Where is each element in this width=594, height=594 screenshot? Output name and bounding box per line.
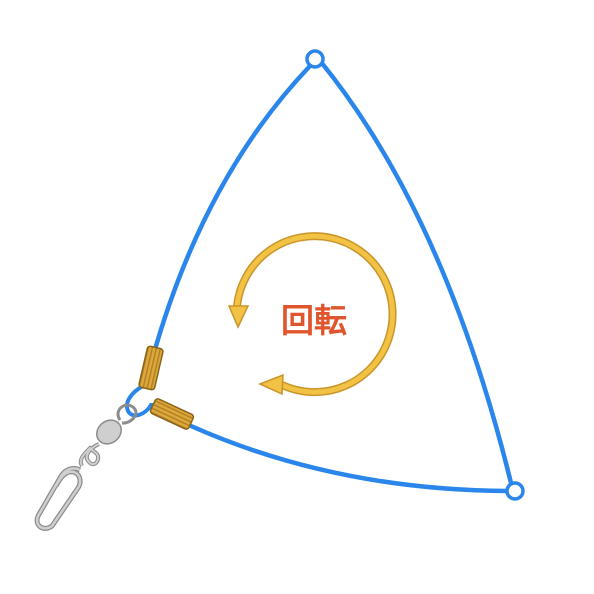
bottom-right-eye-ring xyxy=(505,481,525,501)
swivel-lower-eye-inner xyxy=(79,443,100,467)
top-eye-ring xyxy=(305,49,325,69)
snap-clip-inner xyxy=(35,467,82,530)
rotation-arrow xyxy=(227,232,397,397)
upper-crimp-sleeve xyxy=(138,345,164,391)
swivel-barrel-outline xyxy=(96,419,122,445)
swivel-snap xyxy=(34,403,138,531)
rotation-arrowhead-upper xyxy=(227,305,250,329)
rotation-arrowhead-lower xyxy=(258,373,284,396)
lower-crimp-sleeve xyxy=(149,398,195,430)
wire-right-arm xyxy=(318,59,514,486)
rotation-label: 回転 xyxy=(281,301,347,340)
snap-clip xyxy=(34,465,83,531)
wire-frame xyxy=(125,59,514,494)
swivel-upper-eye xyxy=(116,403,138,425)
wire-left-arm xyxy=(149,64,312,363)
rotation-arc xyxy=(234,233,396,395)
wire-bottom-arm xyxy=(188,423,511,494)
swivel-barrel xyxy=(96,420,122,444)
wire-joint-loop xyxy=(125,384,160,418)
